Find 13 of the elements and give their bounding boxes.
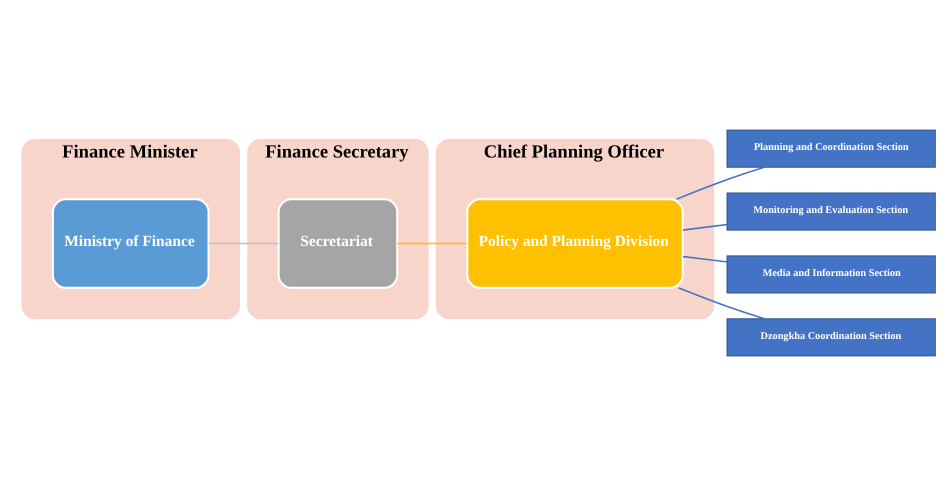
node-box: Secretariat	[278, 198, 398, 289]
connector	[676, 166, 765, 200]
node-box: Ministry of Finance	[52, 198, 210, 289]
connector	[682, 224, 727, 231]
connector	[397, 242, 467, 244]
connector	[208, 242, 278, 244]
node-box: Monitoring and Evaluation Section	[726, 192, 936, 231]
node-box: Dzongkha Coordination Section	[726, 318, 936, 356]
node-box: Media and Information Section	[726, 255, 936, 294]
node-box: Policy and Planning Division	[466, 198, 684, 289]
connector	[682, 256, 727, 263]
connector	[678, 287, 765, 320]
node-box: Planning and Coordination Section	[726, 130, 936, 168]
